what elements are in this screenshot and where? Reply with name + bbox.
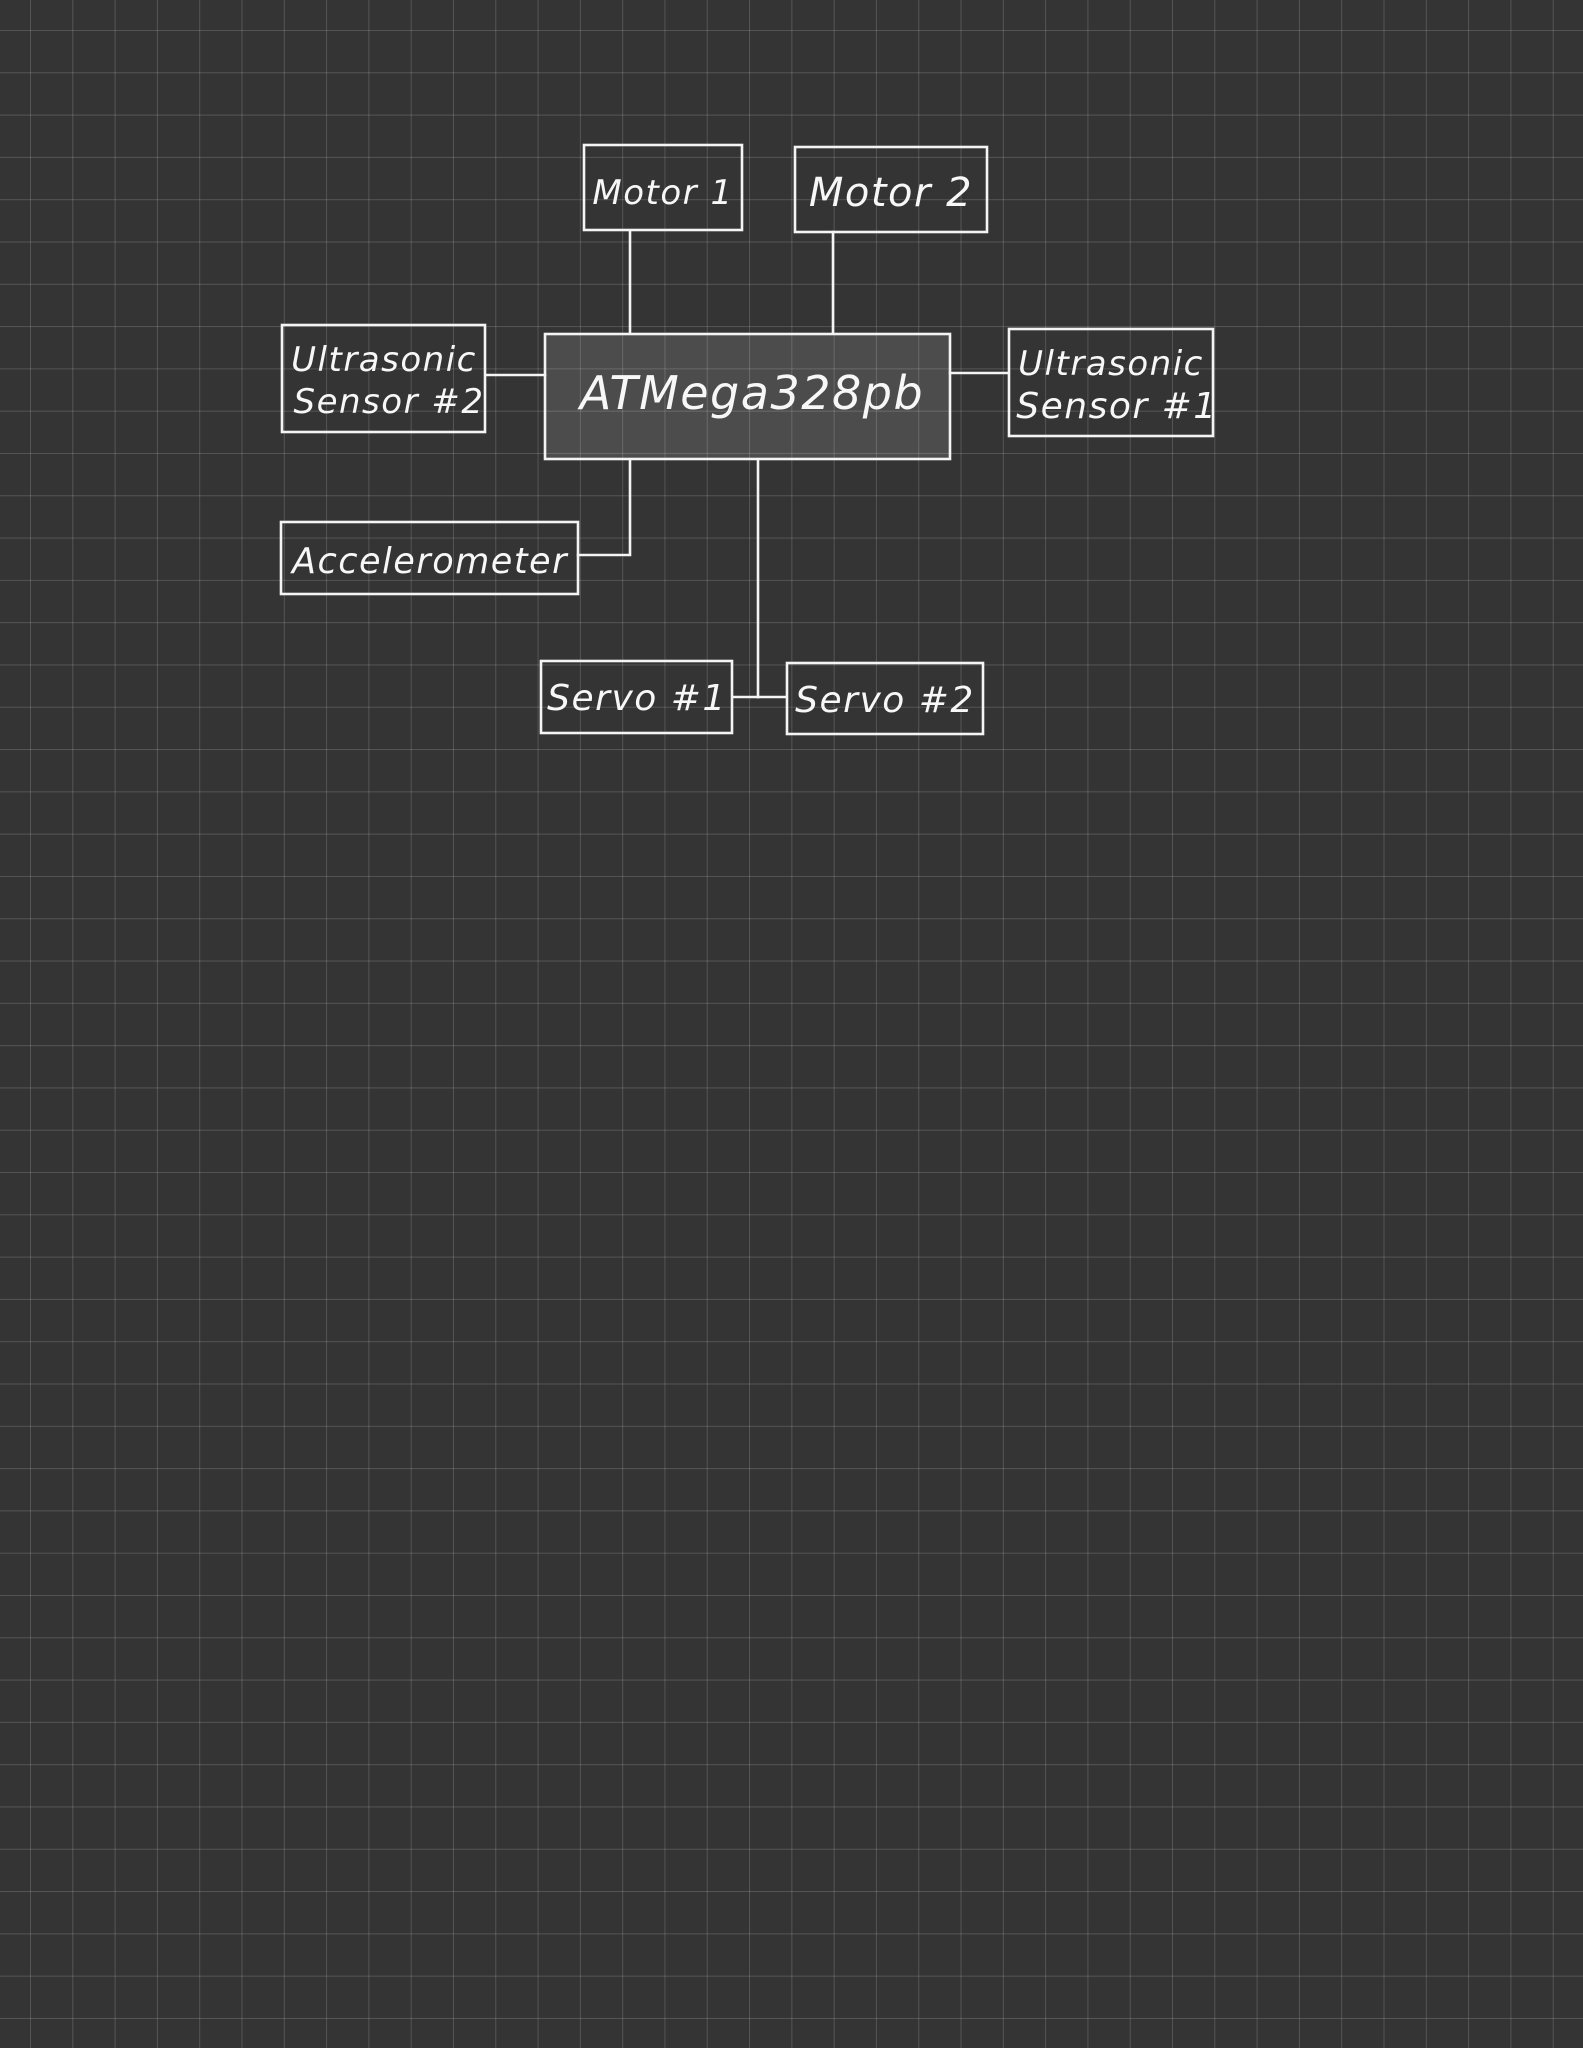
ultrasonic-sensor-2-line1: Ultrasonic [291,340,477,380]
mcu-node[interactable]: ATMega328pb [543,332,952,461]
servo1-node[interactable]: Servo #1 [539,659,734,735]
ultrasonic-sensor-2-box [280,323,487,434]
motor2-node[interactable]: Motor 2 [793,145,989,234]
accelerometer-label: Accelerometer [290,541,569,582]
ultrasonic-sensor-1-node[interactable]: Ultrasonic Sensor #1 [1007,327,1218,438]
motor2-label: Motor 2 [809,170,973,216]
servo2-node[interactable]: Servo #2 [785,661,985,736]
wire-accelerometer [576,458,632,557]
motor1-node[interactable]: Motor 1 [582,143,744,232]
accelerometer-box [279,520,580,596]
servo1-box [539,659,734,735]
ultrasonic-sensor-1-box [1007,327,1215,438]
motor1-label: Motor 1 [592,173,733,213]
servo1-label: Servo #1 [547,678,727,719]
ultrasonic-sensor-1-line1: Ultrasonic [1018,344,1204,384]
mcu-label: ATMega328pb [577,366,924,420]
servo2-box [785,661,985,736]
mcu-box [543,332,952,461]
ultrasonic-sensor-2-line2: Sensor #2 [294,382,485,422]
ultrasonic-sensor-1-line2: Sensor #1 [1016,386,1217,427]
ultrasonic-sensor-2-node[interactable]: Ultrasonic Sensor #2 [280,323,487,434]
motor1-box [582,143,744,232]
servo2-label: Servo #2 [795,680,975,721]
accelerometer-node[interactable]: Accelerometer [279,520,580,596]
connections [484,229,1010,699]
motor2-box [793,145,989,234]
